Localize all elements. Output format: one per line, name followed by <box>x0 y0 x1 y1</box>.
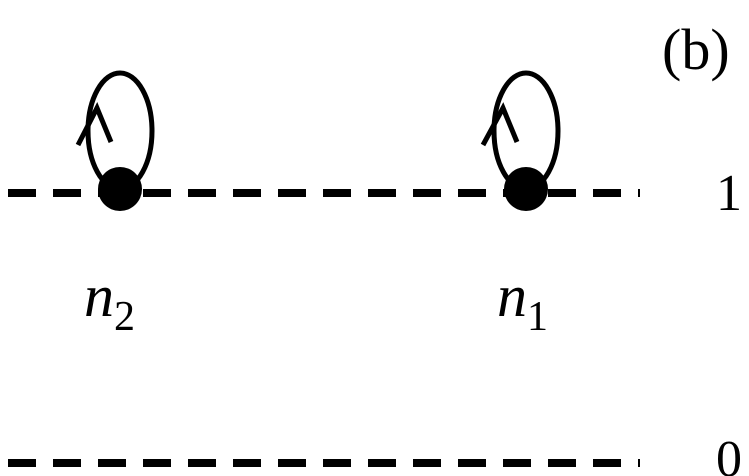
site-label-n2: n2 <box>84 263 135 340</box>
level-0-label: 0 <box>716 431 742 476</box>
site-label-n1-symbol: n <box>497 263 527 329</box>
level-1-label: 1 <box>716 165 742 222</box>
vertex-right-loop <box>480 70 561 211</box>
vertex-dot-right <box>504 167 548 211</box>
site-label-n1-subscript: 1 <box>527 294 548 340</box>
arrow-up-icon <box>480 102 520 147</box>
site-label-n2-subscript: 2 <box>114 294 135 340</box>
panel-label: (b) <box>662 17 730 82</box>
vertex-dot-left <box>98 167 142 211</box>
site-label-n1: n1 <box>497 263 548 340</box>
site-label-n2-symbol: n <box>84 263 114 329</box>
vertex-left-loop <box>75 70 155 211</box>
arrow-up-icon <box>75 102 114 147</box>
